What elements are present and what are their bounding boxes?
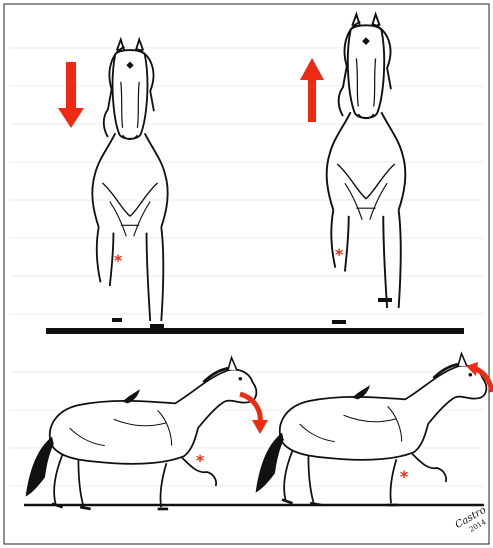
arrow-down-icon [58, 62, 84, 128]
front-horse-left [92, 39, 167, 321]
hooves [332, 300, 392, 322]
asterisk-marker: * [196, 451, 205, 470]
asterisk-marker: * [400, 467, 409, 486]
side-view-panel-right: * [256, 354, 492, 505]
page-frame [4, 4, 489, 544]
side-horse-right [256, 354, 487, 505]
front-view-panel-left: * [58, 39, 168, 326]
arrow-up-icon [300, 58, 324, 122]
arrowhead [252, 420, 268, 434]
asterisk-marker: * [335, 245, 344, 264]
hooves [112, 320, 164, 326]
artist-signature: Castro 2014 [453, 505, 492, 539]
asterisk-marker: * [114, 251, 123, 270]
